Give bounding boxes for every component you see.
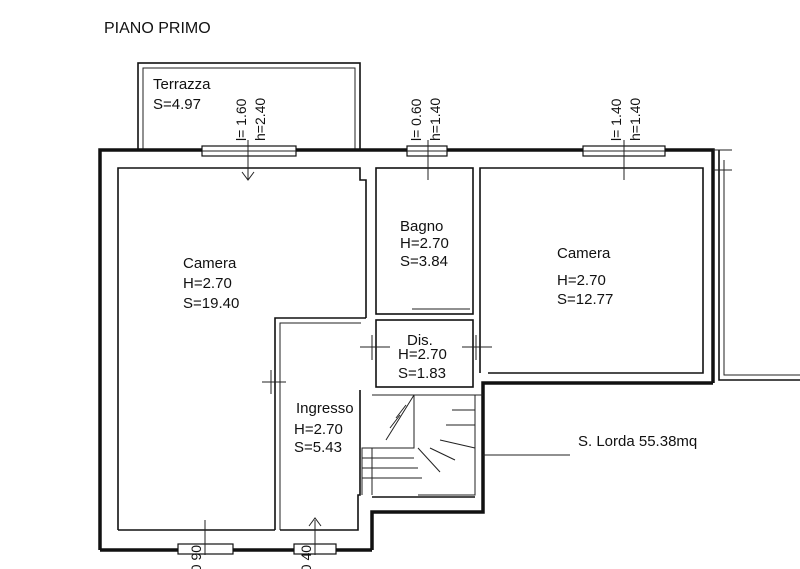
camera-left-height: H=2.70: [183, 275, 232, 292]
terrace-door-height: h=2.40: [252, 98, 268, 141]
camera-right-name: Camera: [557, 245, 611, 262]
camera-window-width: l= 1.40: [608, 98, 624, 141]
stair-edge: [361, 395, 415, 495]
stair-winder-3: [439, 439, 476, 449]
plan-title: PIANO PRIMO: [104, 20, 211, 37]
bagno-name: Bagno: [400, 218, 443, 235]
stair-outer: [418, 395, 476, 496]
outer-wall-lower: [370, 381, 713, 550]
bagno-walls: [375, 167, 474, 315]
bagno-area: S=3.84: [400, 253, 448, 270]
bagno-window-width: l= 0.60: [408, 98, 424, 141]
arrow-ingresso: [308, 517, 322, 527]
bottom-right-dimension: 90 40: [298, 545, 314, 569]
ingresso-walls: [280, 390, 361, 531]
arrow-terrace-door: [241, 171, 255, 181]
terrazza-area: S=4.97: [153, 96, 201, 113]
stair-arrow: [385, 394, 415, 441]
camera-ingresso-wall-inner: [279, 322, 361, 530]
dis-height: H=2.70: [398, 346, 447, 363]
stair-tick-2: [389, 414, 401, 429]
axis-ticks: [204, 140, 625, 555]
camera-ingresso-wall: [274, 317, 366, 530]
camera-right-walls: [479, 167, 704, 374]
neighbour-wall: [718, 150, 800, 381]
camera-right-height: H=2.70: [557, 272, 606, 289]
bottom-left-dimension: 40 90: [188, 545, 204, 569]
dis-area: S=1.83: [398, 365, 446, 382]
ingresso-area: S=5.43: [294, 439, 342, 456]
bagno-window-height: h=1.40: [427, 98, 443, 141]
dis-name: Dis.: [407, 332, 433, 349]
interior-walls: [117, 167, 704, 531]
terrazza-name: Terrazza: [153, 76, 211, 93]
camera-left-name: Camera: [183, 255, 237, 272]
camera-left-inner: [117, 167, 367, 530]
stair-winder-2: [429, 447, 456, 461]
terrace-door-width: l= 1.60: [233, 98, 249, 141]
camera-left-area: S=19.40: [183, 295, 239, 312]
ingresso-name: Ingresso: [296, 400, 354, 417]
bagno-height: H=2.70: [400, 235, 449, 252]
ingresso-height: H=2.70: [294, 421, 343, 438]
stair-winder-1: [417, 447, 441, 473]
dis-walls: [375, 319, 474, 388]
staircase: [361, 394, 476, 496]
camera-right-area: S=12.77: [557, 291, 613, 308]
neighbour-wall-inner: [723, 160, 800, 376]
total-area: S. Lorda 55.38mq: [578, 433, 697, 450]
neighbour-outline: [713, 149, 800, 381]
stair-tick-1: [395, 404, 407, 419]
camera-window-height: h=1.40: [627, 98, 643, 141]
